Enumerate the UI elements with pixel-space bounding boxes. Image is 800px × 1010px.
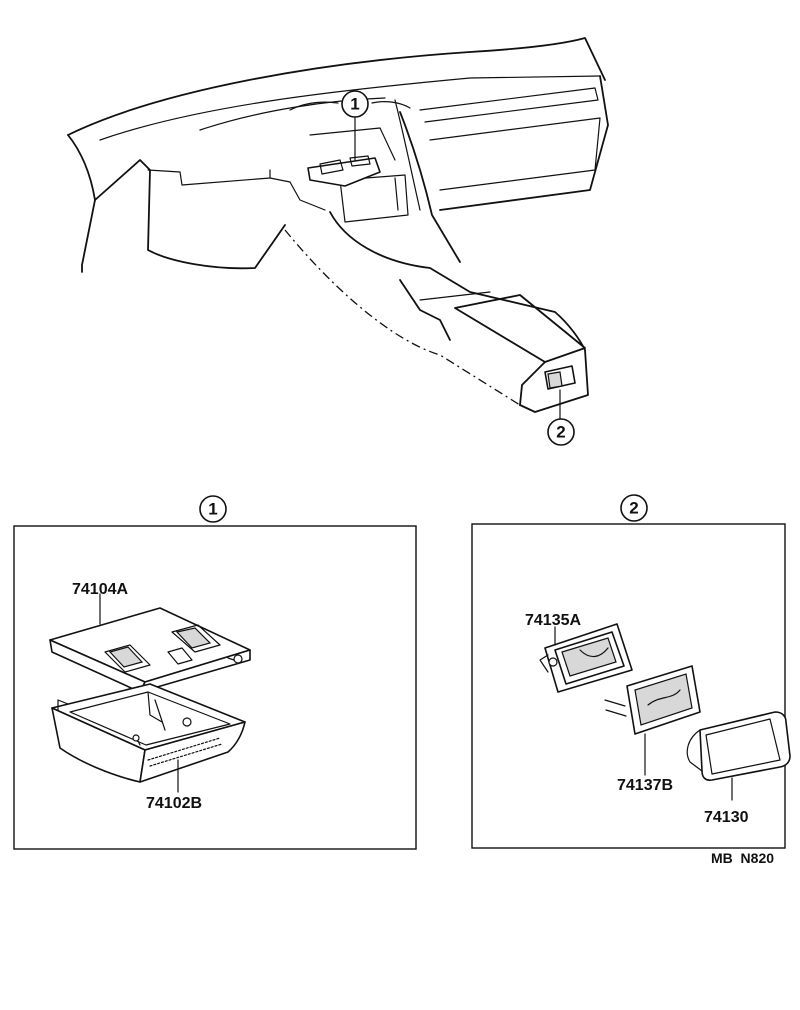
- rear-ashtray-bracket-drawing: [604, 665, 701, 735]
- detail-2-callout: 2: [629, 499, 638, 518]
- instrument-panel-overview: [67, 37, 609, 421]
- callout-1-overview: 1: [341, 90, 369, 118]
- detail-2-frame: [471, 523, 786, 849]
- rear-ashtray-frame-drawing: [539, 623, 633, 693]
- detail-1-frame: [13, 525, 417, 850]
- part-74102B-label: 74102B: [146, 795, 202, 812]
- detail-box-1: 1 74104A: [13, 495, 417, 850]
- part-74135A-label: 74135A: [525, 612, 581, 629]
- drawing-code: MB N820: [711, 850, 774, 866]
- ashtray-box-drawing: [51, 683, 246, 783]
- detail-box-2: 2 74135A 74137B 74130: [471, 494, 791, 849]
- ashtray-cover-drawing: [49, 607, 251, 693]
- callout-2-label: 2: [556, 423, 565, 442]
- part-74104A-label: 74104A: [72, 581, 128, 598]
- callout-1-label: 1: [350, 95, 359, 114]
- rear-ashtray-lid-drawing: [686, 711, 791, 781]
- part-74137B-label: 74137B: [617, 777, 673, 794]
- detail-1-callout: 1: [208, 500, 217, 519]
- part-74130-label: 74130: [704, 809, 749, 826]
- callout-2-overview: 2: [547, 418, 575, 446]
